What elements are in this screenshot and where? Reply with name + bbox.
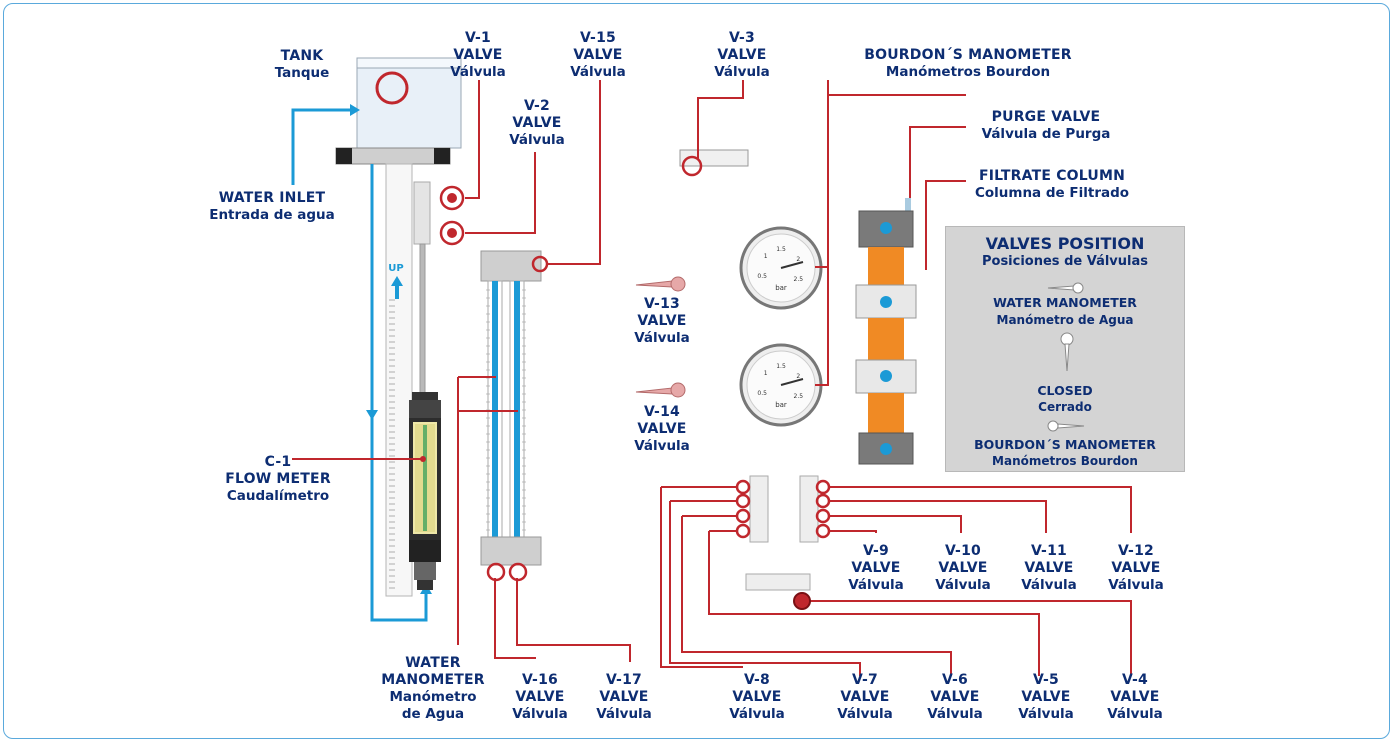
gauge-tick-label: 2.5 — [794, 393, 804, 400]
diagram-frame — [3, 3, 1390, 739]
water-inlet-pipe — [291, 108, 350, 185]
manifold-right — [799, 475, 819, 543]
water-manometer-label: WATER MANOMETER Manómetro de Agua — [381, 655, 485, 722]
vp-bourdon: BOURDON´S MANOMETER — [974, 437, 1156, 452]
v9-marker — [815, 523, 831, 539]
v4-marker — [793, 592, 811, 610]
up-indicator-shaft — [395, 285, 399, 299]
v7-marker — [735, 493, 751, 509]
valve-label-v3: V-3 VALVE Válvula — [714, 30, 770, 80]
v2-fill — [447, 228, 457, 238]
up-indicator-arrow — [391, 276, 403, 286]
vp-closed-es: Cerrado — [1038, 400, 1092, 414]
valve-label-v8: V-8 VALVE Válvula — [729, 672, 785, 722]
v4-block — [745, 573, 811, 591]
gauge-tick-label: 1 — [764, 370, 768, 377]
gauge-tick-label: 1.5 — [776, 246, 786, 253]
gauge-tick-label: 0.5 — [757, 390, 767, 397]
v15-marker — [531, 255, 549, 273]
flow-meter-marker — [420, 456, 426, 462]
manifold-left — [749, 475, 769, 543]
v8-marker — [735, 479, 751, 495]
valves-position-panel: VALVES POSITION Posiciones de Válvulas W… — [945, 226, 1185, 472]
v12-marker — [815, 479, 831, 495]
tank-label: TANK Tanque — [274, 48, 330, 81]
valve-label-v13: V-13 VALVE Válvula — [634, 296, 690, 346]
water-inlet-arrowhead — [350, 104, 360, 116]
gauge-tick-label: 2 — [796, 256, 800, 263]
v16-marker — [486, 562, 506, 582]
valve-markers — [439, 155, 831, 582]
v13-handle — [635, 276, 686, 292]
gauge-unit: bar — [775, 284, 787, 292]
bourdon-handle-icon — [1047, 420, 1085, 432]
gauge-tick-label: 1 — [764, 253, 768, 260]
valve-label-v12: V-12 VALVE Válvula — [1108, 543, 1164, 593]
vp-water-manometer: WATER MANOMETER — [993, 295, 1137, 310]
valve-label-v6: V-6 VALVE Válvula — [927, 672, 983, 722]
v11-marker — [815, 493, 831, 509]
tank — [335, 57, 462, 165]
valve-label-v11: V-11 VALVE Válvula — [1021, 543, 1077, 593]
valve-label-v10: V-10 VALVE Válvula — [935, 543, 991, 593]
flow-column — [385, 163, 413, 597]
filtrate-column — [855, 198, 917, 465]
vp-subtitle: Posiciones de Válvulas — [981, 254, 1148, 269]
up-text: UP — [388, 263, 403, 274]
gauge-tick-label: 2 — [796, 373, 800, 380]
valve-label-v4: V-4 VALVE Válvula — [1107, 672, 1163, 722]
flow-meter-label: C-1 FLOW METER Caudalímetro — [225, 454, 331, 504]
v3-marker — [681, 155, 703, 177]
leader-lines — [292, 80, 1132, 676]
valve-label-v16: V-16 VALVE Válvula — [512, 672, 568, 722]
valve-label-v14: V-14 VALVE Válvula — [634, 404, 690, 454]
water-inlet-label: WATER INLET Entrada de agua — [209, 190, 335, 223]
gauge-unit: bar — [775, 401, 787, 409]
bourdon-manometer-label: BOURDON´S MANOMETER Manómetros Bourdon — [864, 47, 1072, 80]
water-manometer — [480, 250, 542, 566]
purge-valve-label: PURGE VALVE Válvula de Purga — [981, 109, 1111, 142]
valve-label-v7: V-7 VALVE Válvula — [837, 672, 893, 722]
valve-label-v9: V-9 VALVE Válvula — [848, 543, 904, 593]
gauge-tick-label: 2.5 — [794, 276, 804, 283]
water-manometer-handle-icon — [1047, 282, 1084, 294]
valve-label-v17: V-17 VALVE Válvula — [596, 672, 652, 722]
v1-fill — [447, 193, 457, 203]
v14-handle — [635, 382, 686, 398]
filtrate-column-label: FILTRATE COLUMN Columna de Filtrado — [974, 168, 1130, 201]
valve-label-v1: V-1 VALVE Válvula — [450, 30, 506, 80]
v6-marker — [735, 508, 751, 524]
v1-marker — [439, 185, 465, 211]
closed-handle-icon — [1060, 332, 1074, 372]
v17-marker — [508, 562, 528, 582]
down-arrow — [366, 410, 378, 420]
return-pipe — [370, 164, 428, 622]
v10-marker — [815, 508, 831, 524]
valve-label-v2: V-2 VALVE Válvula — [509, 98, 565, 148]
gauge-tick-label: 0.5 — [757, 273, 767, 280]
vp-closed: CLOSED — [1037, 383, 1093, 398]
v2-marker — [439, 220, 465, 246]
flow-meter — [409, 392, 441, 590]
v5-marker — [735, 523, 751, 539]
tank-marker — [375, 71, 409, 105]
gauge-tick-label: 1.5 — [776, 363, 786, 370]
bourdon-gauge-bottom — [739, 343, 823, 427]
vp-water-manometer-es: Manómetro de Agua — [996, 313, 1134, 327]
valve-label-v15: V-15 VALVE Válvula — [570, 30, 626, 80]
vp-bourdon-es: Manómetros Bourdon — [992, 454, 1138, 468]
vp-title: VALVES POSITION — [985, 234, 1145, 253]
valve-label-v5: V-5 VALVE Válvula — [1018, 672, 1074, 722]
